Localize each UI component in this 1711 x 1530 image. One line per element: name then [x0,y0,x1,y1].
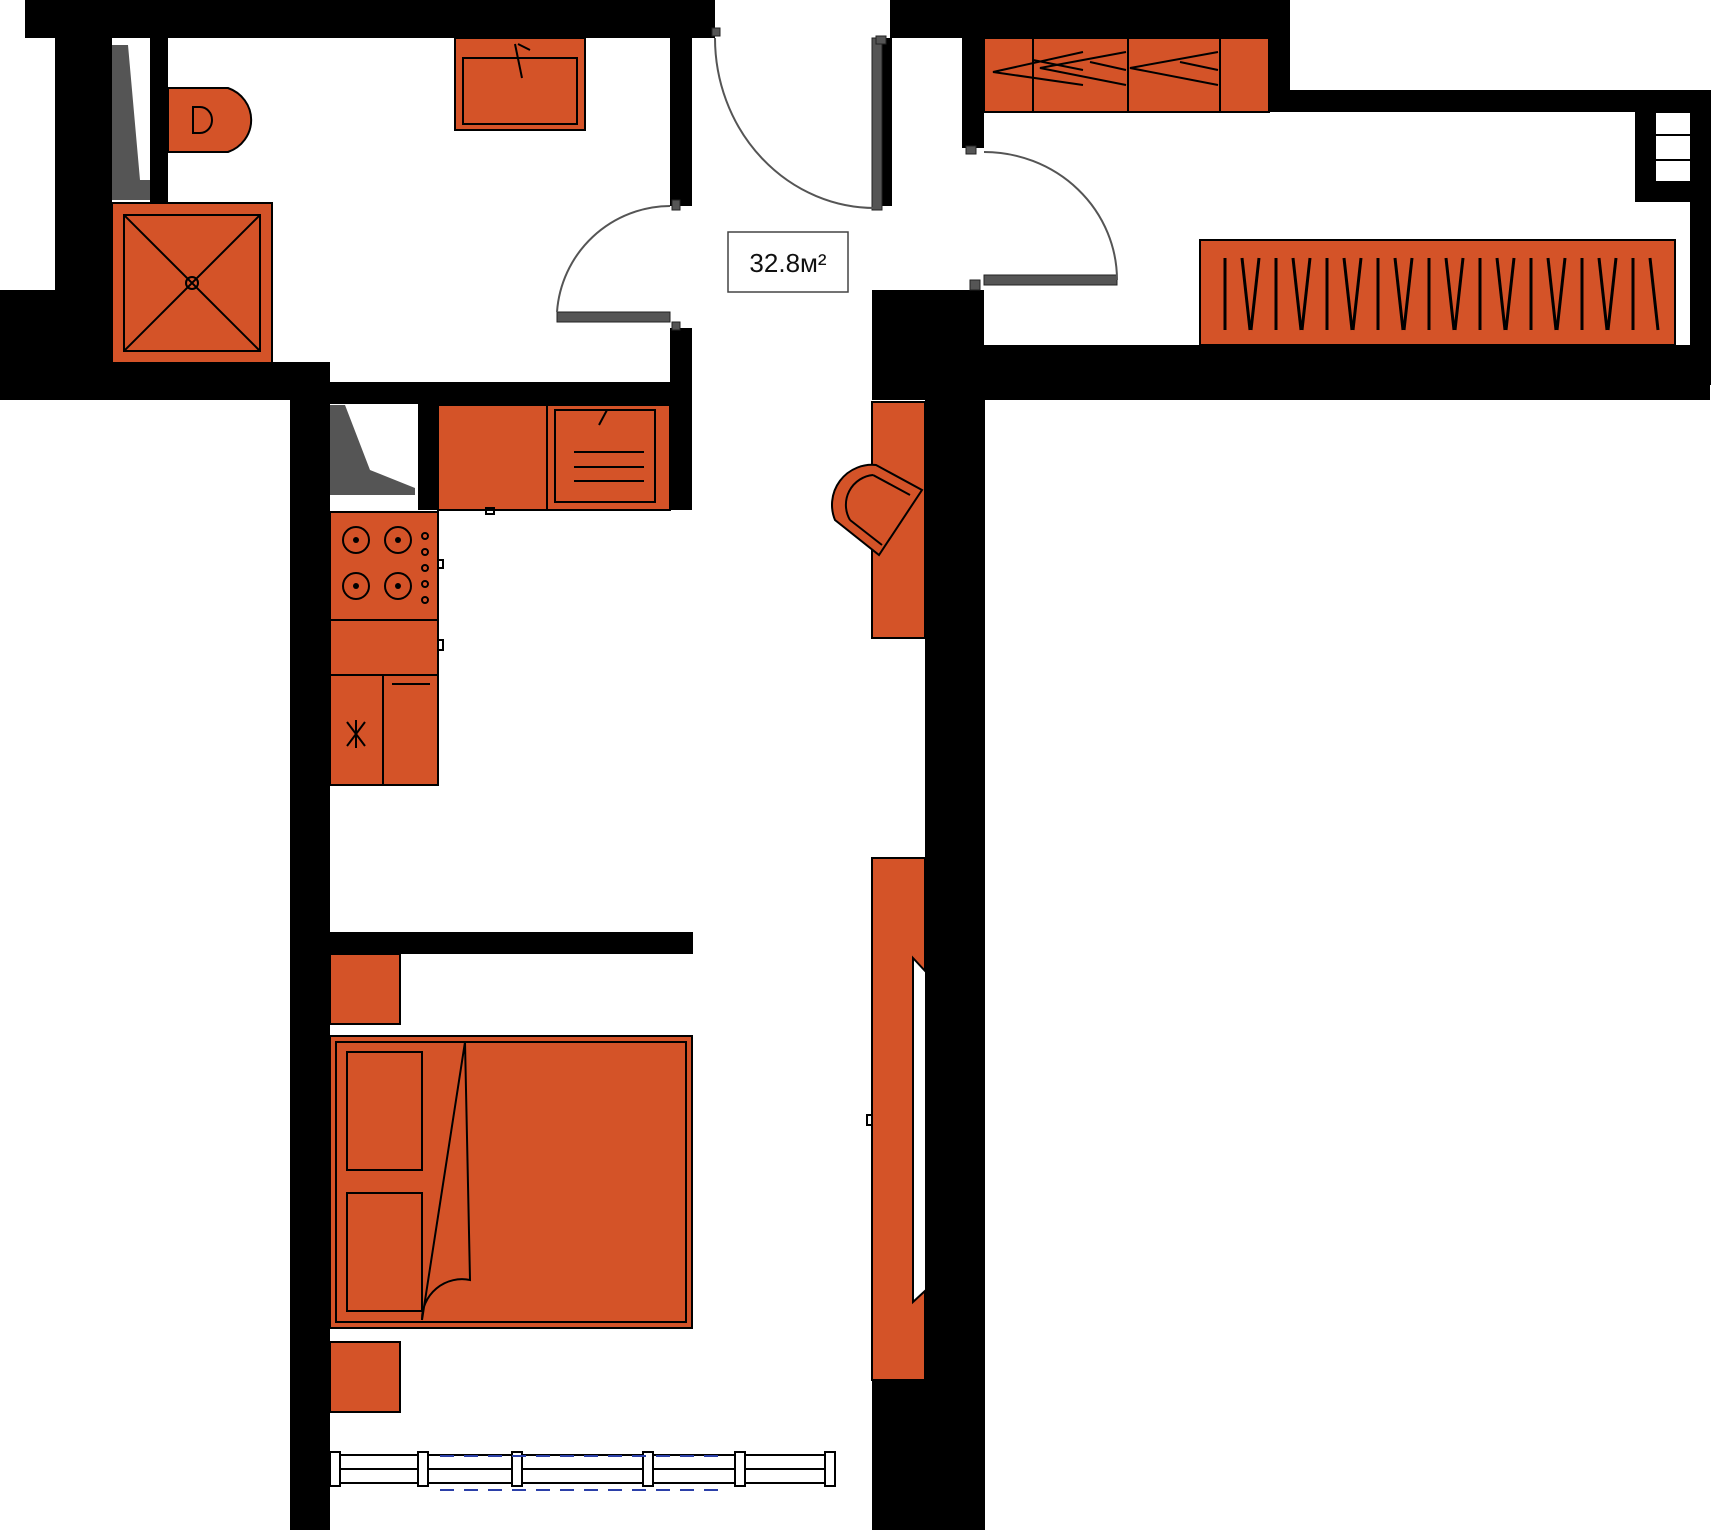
area-text: 32.8м² [749,248,826,278]
doors [556,27,1118,331]
toilet-icon [167,87,253,153]
area-label: 32.8м² [727,231,849,293]
wall-top-right [890,0,1290,38]
window-icon [329,1451,836,1491]
closet-area [983,37,1692,346]
wall-bath-right-upper [670,38,692,206]
wall-right-room-bottom [872,345,1710,400]
window-icon [1654,111,1692,183]
shower-icon [111,202,273,364]
wall-living-left [290,400,330,1530]
wall-kitchen-top [330,382,675,404]
door-icon[interactable] [711,27,887,211]
kitchen-cabinet [329,619,439,676]
bathroom [111,37,586,364]
wall-top-left [25,0,715,38]
wall-kitchen-niche [418,400,438,510]
wall-bath-right-lower [670,328,692,510]
nightstand [329,1341,401,1413]
wall-bath-bottom [0,362,330,400]
wardrobe-icon [866,857,927,1381]
wall-closet-left [962,38,984,148]
sink-icon [454,37,586,131]
fridge-icon [329,674,439,786]
door-icon[interactable] [965,145,1118,291]
wall-toilet-partition [150,38,168,203]
wall-bath-left [55,0,112,295]
living-area [831,401,927,1381]
door-icon[interactable] [556,199,681,331]
bed-icon [329,1035,693,1329]
bath-duct [112,45,150,200]
wall-living-right-bottom [872,1380,985,1530]
wardrobe-icon [983,37,1270,113]
kitchen [329,404,671,786]
wall-bedroom-partition [330,932,693,954]
wardrobe-icon [1199,239,1676,346]
sink-icon [554,409,656,503]
bedroom [329,953,836,1491]
wall-living-right [925,345,985,1380]
kitchen-duct [330,405,415,495]
wall-far-right [1690,90,1711,385]
wall-top-far-right [1245,90,1710,112]
armchair-icon [831,463,924,557]
stove-icon [329,511,444,621]
nightstand [329,953,401,1025]
